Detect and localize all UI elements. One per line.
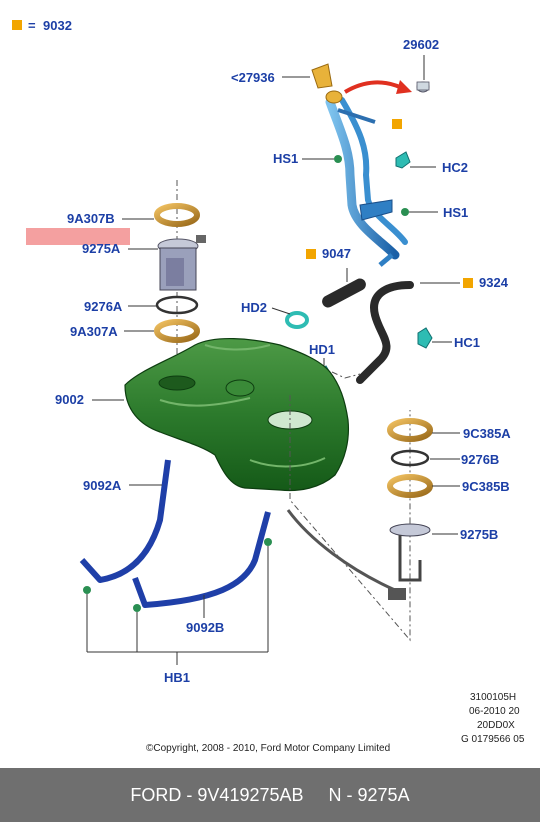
label-9275a: 9275A	[82, 241, 121, 256]
label-hs1-top: HS1	[273, 151, 298, 166]
clip-hs1-top	[302, 155, 342, 163]
footer-brand-part: FORD - 9V419275AB	[130, 784, 304, 805]
strap-9092a	[79, 459, 171, 583]
legend-marker	[12, 20, 22, 30]
cap-29602	[416, 81, 430, 93]
label-hc2: HC2	[442, 160, 468, 175]
legend-prefix: =	[28, 18, 36, 33]
clip-hc2	[395, 151, 436, 169]
label-27936: <27936	[231, 70, 275, 85]
doc-code-2: 06-2010 20	[469, 706, 520, 717]
label-hd1: HD1	[309, 342, 335, 357]
label-9a307a: 9A307A	[70, 324, 118, 339]
label-9a307b: 9A307B	[67, 211, 115, 226]
doc-code-3: 20DD0X	[477, 720, 515, 731]
hose-9047	[322, 268, 366, 308]
label-hd2: HD2	[241, 300, 267, 315]
label-9092b: 9092B	[186, 620, 224, 635]
clip-hs1-mid	[401, 208, 438, 216]
marker-9047	[306, 249, 316, 259]
marker-9324	[463, 278, 473, 288]
clip-hd2	[271, 307, 309, 329]
sender-tube	[286, 509, 396, 592]
pump-9275a	[128, 235, 206, 291]
seal-9276a	[128, 295, 199, 315]
doc-code-4: G 0179566 05	[461, 734, 525, 745]
legend-part-number: 9032	[43, 18, 72, 33]
label-9c385b: 9C385B	[462, 479, 510, 494]
centerline-b	[289, 395, 411, 642]
fuel-tank-9002	[92, 338, 350, 492]
strap-9092b	[132, 511, 271, 618]
label-9324: 9324	[479, 275, 509, 290]
ring-9a307a	[124, 319, 200, 343]
filler-pipe	[325, 97, 408, 267]
copyright: ©Copyright, 2008 - 2010, Ford Motor Comp…	[146, 743, 390, 754]
ring-9c385b	[387, 474, 460, 498]
label-hb1: HB1	[164, 670, 190, 685]
footer-ref: N - 9275A	[328, 784, 410, 805]
label-9276b: 9276B	[461, 452, 499, 467]
label-hc1: HC1	[454, 335, 480, 350]
label-9047: 9047	[322, 246, 351, 261]
ring-9a307b	[122, 203, 200, 227]
filler-cap-27936	[311, 63, 343, 104]
label-9092a: 9092A	[83, 478, 122, 493]
footer-bar: FORD - 9V419275AB N - 9275A	[0, 768, 540, 822]
clip-hc1	[417, 327, 452, 349]
label-9c385a: 9C385A	[463, 426, 511, 441]
red-arrowhead	[396, 80, 412, 94]
ring-9c385a	[387, 418, 460, 442]
marker-filler	[392, 119, 402, 129]
doc-code-1: 3100105H	[470, 692, 516, 703]
label-9002: 9002	[55, 392, 84, 407]
label-29602: 29602	[403, 37, 439, 52]
label-9276a: 9276A	[84, 299, 123, 314]
hose-9324	[356, 281, 414, 384]
label-hs1-mid: HS1	[443, 205, 468, 220]
fuel-system-diagram: = 9032	[12, 18, 525, 754]
redaction-bar	[26, 228, 130, 245]
seal-9276b	[390, 449, 460, 467]
red-arrow	[343, 80, 403, 94]
bolts-hb1	[83, 538, 272, 665]
sender-9275b	[388, 523, 458, 600]
footer-spacer	[304, 785, 329, 806]
label-9275b: 9275B	[460, 527, 498, 542]
